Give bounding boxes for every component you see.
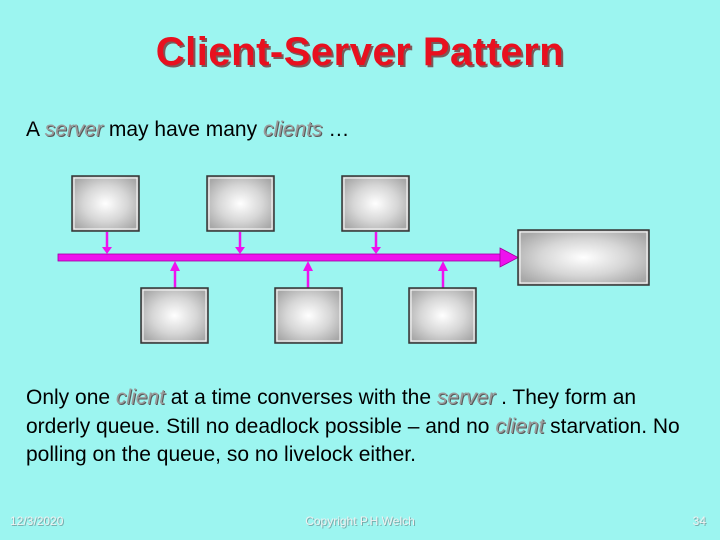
slide-title: Client-Server Pattern [155, 30, 565, 74]
keyword-client: client [115, 386, 165, 409]
footer-page-number: 34 [692, 514, 706, 528]
client-node-top-3 [341, 175, 410, 232]
keyword-clients: clients [262, 118, 323, 141]
channel-arrowhead [499, 247, 519, 268]
footer-copyright: Copyright P.H.Welch [305, 514, 415, 528]
server-node [517, 229, 650, 286]
bottom-connectors [170, 261, 448, 288]
keyword-client: client [495, 414, 545, 438]
keyword-server: server [436, 386, 496, 409]
description-text: Only one client at a time converses with… [26, 386, 680, 466]
keyword-server: server [44, 118, 104, 141]
client-node-bottom-3 [408, 287, 477, 344]
client-server-diagram [57, 175, 650, 344]
footer-date: 12/3/2020 [10, 514, 64, 528]
client-node-top-1 [71, 175, 140, 232]
intro-text: A server may have many clients … [26, 118, 350, 141]
top-connectors [102, 232, 381, 254]
client-node-bottom-2 [274, 287, 343, 344]
client-node-top-2 [206, 175, 275, 232]
client-node-bottom-1 [140, 287, 209, 344]
channel-bar [57, 247, 519, 268]
